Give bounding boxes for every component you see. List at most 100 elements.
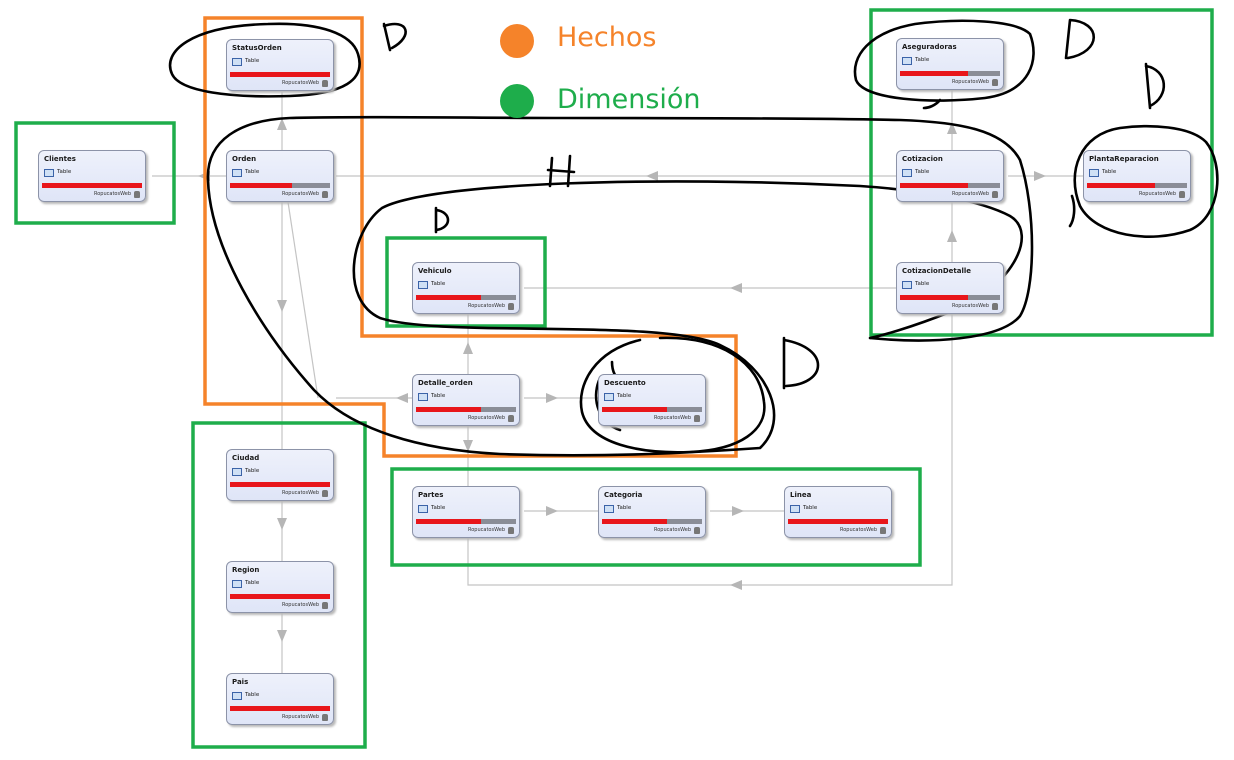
dimension-box-clientes	[14, 121, 176, 225]
table-type: Table	[431, 505, 446, 511]
table-status-bar	[602, 519, 702, 524]
table-node-clientes[interactable]: Clientes Table RopucatosWeb	[38, 150, 146, 202]
table-type: Table	[245, 468, 260, 474]
table-name: Pais	[232, 678, 249, 686]
dimensions-legend-label: Dimensión	[557, 84, 701, 115]
table-icon	[902, 169, 912, 177]
table-type: Table	[617, 393, 632, 399]
table-name: Ciudad	[232, 454, 260, 462]
table-icon	[418, 505, 428, 513]
table-node-categoria[interactable]: Categoria Table RopucatosWeb	[598, 486, 706, 538]
table-type: Table	[915, 169, 930, 175]
table-source: RopucatosWeb	[468, 415, 505, 421]
arrow-icon	[463, 342, 473, 354]
table-status-bar	[788, 519, 888, 524]
arrow-icon	[730, 580, 742, 590]
arrow-icon	[947, 230, 957, 242]
database-icon	[322, 714, 328, 721]
table-icon	[418, 393, 428, 401]
table-icon	[232, 580, 242, 588]
database-icon	[992, 191, 998, 198]
arrow-icon	[463, 440, 473, 452]
table-status-bar	[230, 594, 330, 599]
handdrawn-letter-marks	[382, 18, 1166, 390]
arrow-icon	[546, 506, 558, 516]
table-status-bar	[42, 183, 142, 188]
table-source: RopucatosWeb	[1139, 191, 1176, 197]
table-type: Table	[245, 692, 260, 698]
arrow-icon	[546, 393, 558, 403]
table-node-statusorden[interactable]: StatusOrden Table RopucatosWeb	[226, 39, 334, 91]
table-node-pais[interactable]: Pais Table RopucatosWeb	[226, 673, 334, 725]
table-name: CotizacionDetalle	[902, 267, 972, 275]
table-icon	[604, 505, 614, 513]
dimensions-legend-dot	[500, 84, 534, 118]
arrow-icon	[277, 118, 287, 130]
table-source: RopucatosWeb	[468, 303, 505, 309]
table-status-bar	[1087, 183, 1187, 188]
arrow-icon	[646, 171, 658, 181]
table-node-aseguradoras[interactable]: Aseguradoras Table RopucatosWeb	[896, 38, 1004, 90]
table-node-partes[interactable]: Partes Table RopucatosWeb	[412, 486, 520, 538]
table-name: Vehiculo	[418, 267, 452, 275]
database-icon	[508, 527, 514, 534]
arrow-icon	[732, 506, 744, 516]
table-icon	[232, 692, 242, 700]
table-name: Region	[232, 566, 260, 574]
letter-d-aseguradoras	[1064, 18, 1096, 60]
table-status-bar	[900, 71, 1000, 76]
table-node-descuento[interactable]: Descuento Table RopucatosWeb	[598, 374, 706, 426]
database-icon	[694, 527, 700, 534]
table-name: Clientes	[44, 155, 76, 163]
arrow-icon	[947, 122, 957, 134]
table-icon	[604, 393, 614, 401]
arrow-icon	[277, 300, 287, 312]
table-source: RopucatosWeb	[952, 191, 989, 197]
database-icon	[322, 191, 328, 198]
arrow-icon	[1034, 171, 1046, 181]
table-name: Linea	[790, 491, 812, 499]
database-icon	[322, 80, 328, 87]
table-type: Table	[617, 505, 632, 511]
table-node-vehiculo[interactable]: Vehiculo Table RopucatosWeb	[412, 262, 520, 314]
table-type: Table	[915, 57, 930, 63]
dimension-box-partes-group	[390, 467, 922, 567]
circle-aseguradoras	[853, 19, 1035, 110]
table-status-bar	[416, 519, 516, 524]
table-node-region[interactable]: Region Table RopucatosWeb	[226, 561, 334, 613]
table-node-plantareparacion[interactable]: PlantaReparacion Table RopucatosWeb	[1083, 150, 1191, 202]
table-node-detalle_orden[interactable]: Detalle_orden Table RopucatosWeb	[412, 374, 520, 426]
database-icon	[508, 303, 514, 310]
dimension-box-cotizacion-group	[869, 8, 1214, 337]
table-icon	[418, 281, 428, 289]
dimension-box-geography	[191, 421, 367, 749]
table-type: Table	[245, 580, 260, 586]
table-node-cotizaciondetalle[interactable]: CotizacionDetalle Table RopucatosWeb	[896, 262, 1004, 314]
table-node-ciudad[interactable]: Ciudad Table RopucatosWeb	[226, 449, 334, 501]
table-name: Partes	[418, 491, 444, 499]
table-icon	[232, 468, 242, 476]
relationship-lines	[152, 90, 1086, 674]
dimension-region-outlines	[14, 8, 1214, 749]
facts-region-outline	[203, 16, 738, 458]
table-node-linea[interactable]: Linea Table RopucatosWeb	[784, 486, 892, 538]
table-type: Table	[245, 58, 260, 64]
table-icon	[902, 57, 912, 65]
circle-facts-hechos	[206, 115, 1034, 457]
table-name: Cotizacion	[902, 155, 943, 163]
table-icon	[790, 505, 800, 513]
database-icon	[1179, 191, 1185, 198]
table-status-bar	[416, 295, 516, 300]
table-node-orden[interactable]: Orden Table RopucatosWeb	[226, 150, 334, 202]
circle-plantareparacion	[1068, 124, 1219, 238]
table-name: StatusOrden	[232, 44, 282, 52]
line-orden-detalleorden	[287, 201, 319, 399]
table-source: RopucatosWeb	[282, 191, 319, 197]
handdrawn-annotations	[168, 19, 1219, 457]
database-icon	[322, 490, 328, 497]
table-source: RopucatosWeb	[282, 714, 319, 720]
facts-legend-label: Hechos	[557, 22, 657, 53]
table-type: Table	[245, 169, 260, 175]
table-node-cotizacion[interactable]: Cotizacion Table RopucatosWeb	[896, 150, 1004, 202]
